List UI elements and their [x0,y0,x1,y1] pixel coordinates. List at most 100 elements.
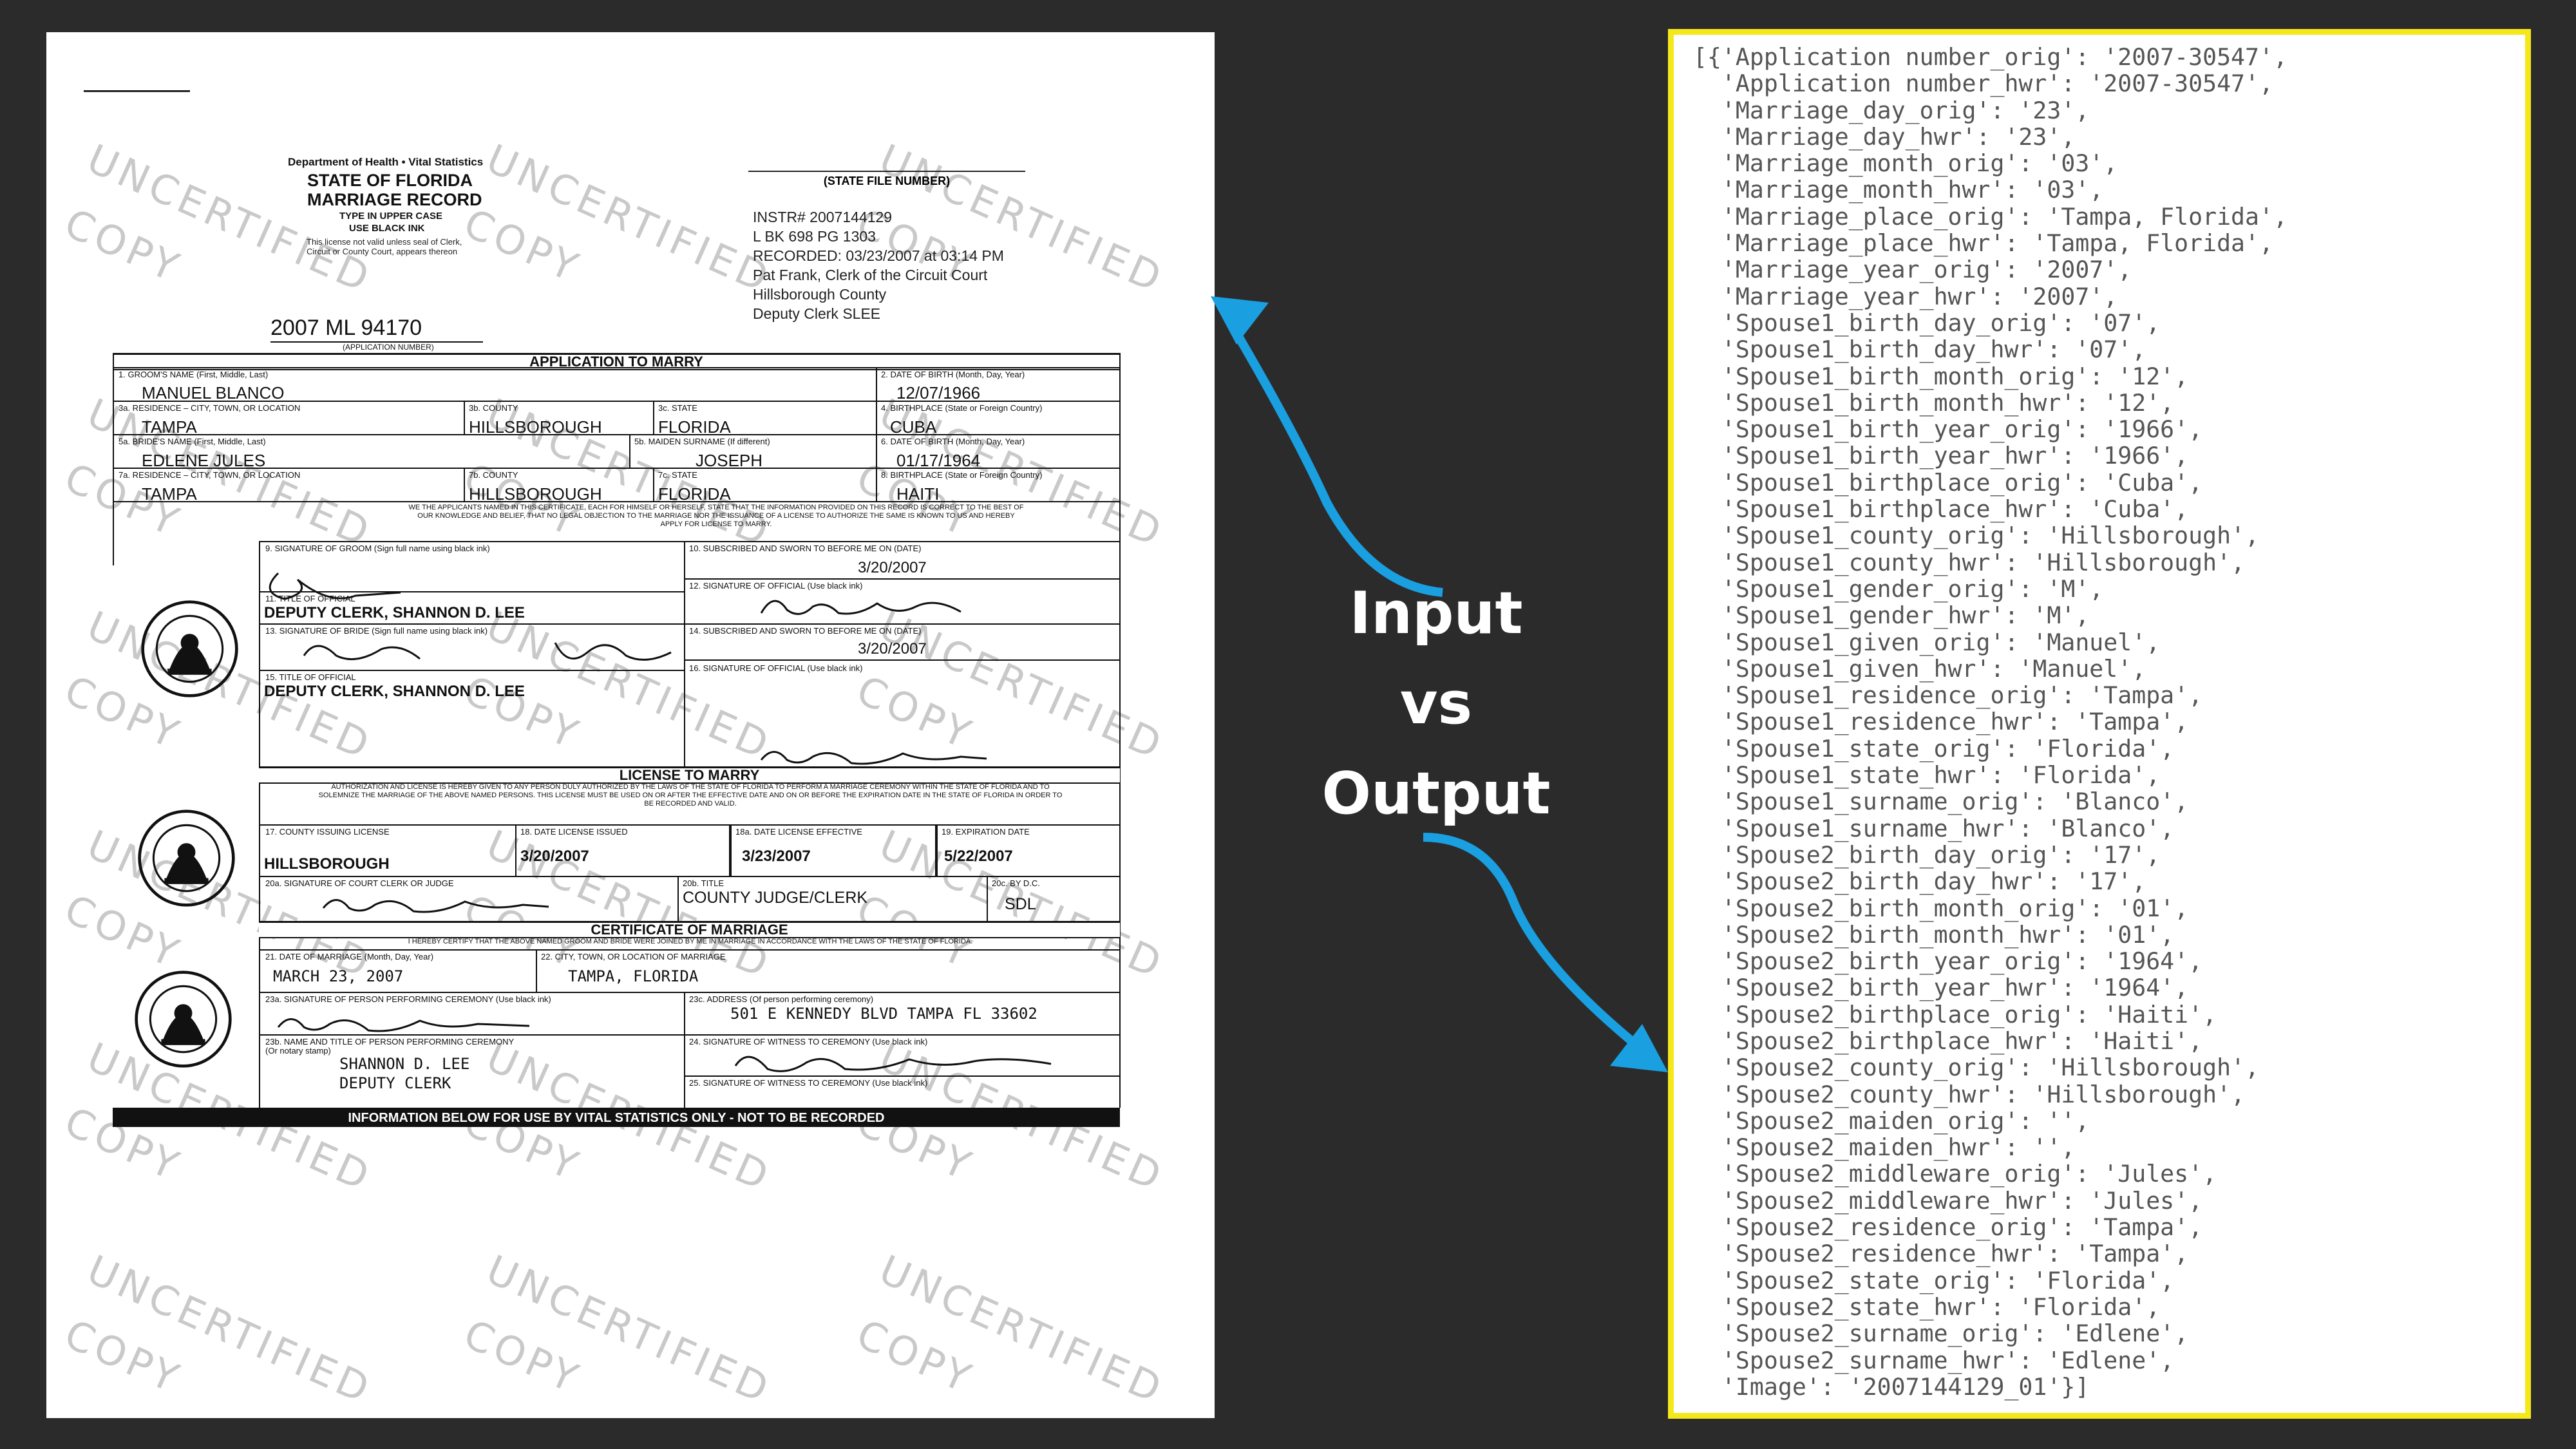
arrow-to-output [1423,833,1645,1054]
officiant-name: SHANNON D. LEE [339,1055,470,1073]
witness-signature [734,1056,1052,1072]
json-line: 'Marriage_day_hwr': '23', [1693,122,2076,151]
rule [113,434,1120,435]
json-line: 'Spouse2_maiden_orig': '', [1693,1106,2090,1135]
by-dc-label: 20c. BY D.C. [992,878,1040,888]
json-line: 'Spouse1_county_hwr': 'Hillsborough', [1693,548,2246,576]
witness-signature-label: 25. SIGNATURE OF WITNESS TO CEREMONY (Us… [689,1078,928,1088]
json-line: 'Marriage_year_orig': '2007', [1693,256,2132,284]
bride-county: HILLSBOROUGH [469,484,602,504]
rule [113,367,1120,368]
clerk-signature [322,899,549,913]
json-line: 'Spouse1_county_orig': 'Hillsborough', [1693,522,2259,550]
rule [259,591,684,592]
watermark: UNCERTIFIED [80,1245,380,1414]
rule [987,876,988,921]
rule [259,824,1120,826]
dept-heading: Department of Health • Vital Statistics [288,156,484,168]
section-certificate: CERTIFICATE OF MARRIAGE [259,921,1120,938]
clerk-signature-label: 20a. SIGNATURE OF COURT CLERK OR JUDGE [265,878,454,888]
instruction: TYPE IN UPPER CASE [339,211,443,222]
json-line: 'Spouse1_residence_orig': 'Tampa', [1693,681,2203,710]
recording-line: Pat Frank, Clerk of the Circuit Court [753,267,988,283]
instruction: USE BLACK INK [349,223,425,234]
vital-statistics-footer: INFORMATION BELOW FOR USE BY VITAL STATI… [113,1109,1120,1127]
json-line: 'Spouse1_surname_hwr': 'Blanco', [1693,814,2175,842]
rule [113,401,1120,402]
json-line: 'Spouse1_birth_month_orig': '12', [1693,362,2189,390]
bride-maiden: JOSEPH [696,451,763,470]
recording-line: INSTR# 2007144129 [753,209,893,225]
json-line: 'Spouse1_state_hwr': 'Florida', [1693,761,2161,790]
json-line: 'Spouse1_residence_hwr': 'Tampa', [1693,708,2189,736]
rule [876,401,877,434]
instruction: This license not valid unless seal of Cl… [307,237,462,247]
date-issued: 3/20/2007 [520,848,589,865]
rule [259,623,1120,625]
official-signature-label: 16. SIGNATURE OF OFFICIAL (Use black ink… [689,663,863,673]
arrow-to-input [1226,319,1443,597]
json-line: 'Spouse2_middleware_orig': 'Jules', [1693,1160,2217,1188]
rule [464,401,465,434]
county-issuing: HILLSBOROUGH [264,855,390,873]
json-line: 'Spouse1_birth_year_hwr': '1966', [1693,442,2189,470]
state-file-number: (STATE FILE NUMBER) [748,171,1025,188]
rule [259,876,1120,877]
rule [259,670,684,671]
groom-residence: TAMPA [142,417,197,437]
recording-line: L BK 698 PG 1303 [753,228,876,245]
groom-name-label: 1. GROOM'S NAME (First, Middle, Last) [118,370,269,379]
rule [935,824,938,876]
arrow-head-right-icon [1610,1024,1668,1072]
label-input: Input [1349,580,1523,647]
json-line: 'Spouse2_birthplace_hwr': 'Haiti', [1693,1027,2203,1055]
arrow-head-left-icon [1211,296,1269,345]
label-vs: vs [1399,670,1473,737]
groom-birthplace: CUBA [890,417,937,437]
marriage-date: MARCH 23, 2007 [273,967,404,985]
rule [684,1075,1119,1077]
json-line: 'Spouse2_birth_year_orig': '1964', [1693,947,2203,976]
bride-signature-label: 13. SIGNATURE OF BRIDE (Sign full name u… [265,626,488,636]
json-line: 'Spouse1_given_hwr': 'Manuel', [1693,654,2146,683]
bride-state: FLORIDA [658,484,731,504]
marriage-record-scan: UNCERTIFIED COPY UNCERTIFIED COPY UNCERT… [46,32,1215,1418]
json-line: 'Marriage_month_orig': '03', [1693,149,2118,178]
witness-signature-label: 24. SIGNATURE OF WITNESS TO CEREMONY (Us… [689,1037,928,1046]
rule [684,992,685,1108]
circuit-court-seal [135,971,232,1068]
json-line: 'Spouse2_maiden_hwr': '', [1693,1133,2076,1162]
officiant-title: DEPUTY CLERK [339,1074,451,1092]
json-line: 'Spouse2_birth_day_orig': '17', [1693,840,2161,869]
clerk-title-label: 20b. TITLE [683,878,724,888]
applicant-oath: WE THE APPLICANTS NAMED IN THIS CERTIFIC… [408,504,1024,528]
bride-name: EDLENE JULES [142,451,266,470]
rule [684,541,685,766]
json-line: 'Spouse1_given_orig': 'Manuel', [1693,628,2161,656]
top-rule [84,90,190,92]
date-effective-label: 18a. DATE LICENSE EFFECTIVE [735,827,862,837]
json-line: 'Spouse1_birth_month_hwr': '12', [1693,388,2175,417]
bride-birthplace-label: 8. BIRTHPLACE (State or Foreign Country) [881,470,1043,480]
groom-dob: 12/07/1966 [896,383,981,402]
title-official: DEPUTY CLERK, SHANNON D. LEE [264,683,525,700]
bride-maiden-label: 5b. MAIDEN SURNAME (If different) [634,437,770,446]
rule [629,434,630,468]
bride-birthplace: HAITI [896,484,940,504]
clerk-title: COUNTY JUDGE/CLERK [683,889,868,907]
date-effective: 3/23/2007 [742,848,811,865]
rule [729,824,732,876]
license-authorization: AUTHORIZATION AND LICENSE IS HEREBY GIVE… [318,783,1063,808]
json-line: 'Spouse2_state_orig': 'Florida', [1693,1266,2175,1294]
groom-residence-label: 3a. RESIDENCE – CITY, TOWN, OR LOCATION [118,403,301,413]
json-output-panel: [{'Application number_orig': '2007-30547… [1668,29,2531,1419]
instruction: Circuit or County Court, appears thereon [307,247,458,256]
by-dc: SDL [1005,895,1036,913]
json-line: 'Marriage_year_hwr': '2007', [1693,282,2118,310]
groom-county-label: 3b. COUNTY [469,403,518,413]
rule [653,468,654,501]
officiant-signature [277,1018,530,1032]
json-line: 'Spouse2_birthplace_orig': 'Haiti', [1693,1000,2217,1028]
json-line: 'Spouse1_surname_orig': 'Blanco', [1693,788,2189,816]
bride-signature [303,642,672,661]
